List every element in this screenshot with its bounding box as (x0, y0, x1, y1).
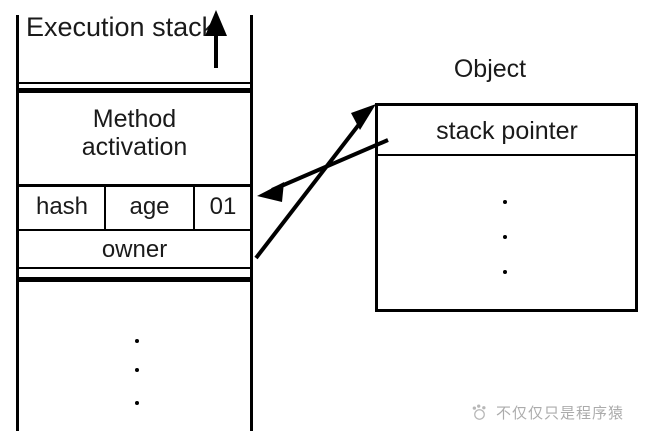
stack-cell-hash: hash (35, 193, 89, 220)
stack-left-edge (16, 15, 19, 431)
stack-title: Execution stack (26, 12, 216, 42)
watermark: 不仅仅只是程序猿 (470, 402, 624, 423)
stack-cell-flag: 01 (209, 193, 237, 220)
object-to-stack-arrow (257, 138, 389, 202)
stack-frame-bottom-border (16, 184, 253, 187)
object-box-left-border (375, 103, 378, 312)
watermark-text: 不仅仅只是程序猿 (496, 405, 625, 422)
stack-owner-bottom-border (16, 267, 253, 269)
object-ellipsis-dot (503, 235, 507, 239)
paw-logo-icon (472, 404, 486, 420)
stack-ellipsis-dot (135, 339, 139, 343)
stack-empty-slot-bottom-border (16, 277, 253, 282)
stack-cell-row-bottom-border (16, 229, 253, 231)
object-row-bottom-border (375, 154, 638, 156)
up-arrow-icon (205, 10, 227, 68)
object-box-right-border (635, 103, 638, 312)
stack-title-thick-separator (16, 88, 253, 93)
object-box-bottom-border (375, 309, 638, 312)
stack-cell-divider-2 (193, 186, 195, 230)
stack-cell-age: age (129, 193, 170, 220)
stack-frame-label: Method activation (81, 105, 188, 161)
stack-title-underline (16, 82, 253, 84)
stack-right-edge (250, 15, 253, 431)
object-row-stack-pointer: stack pointer (436, 117, 578, 145)
object-ellipsis-dot (503, 200, 507, 204)
stack-ellipsis-dot (135, 401, 139, 405)
stack-ellipsis-dot (135, 368, 139, 372)
object-title: Object (453, 55, 527, 83)
stack-to-object-arrow (254, 104, 376, 260)
stack-owner-label: owner (101, 236, 168, 263)
object-ellipsis-dot (503, 270, 507, 274)
stack-cell-divider-1 (104, 186, 106, 230)
object-box-top-border (375, 103, 638, 106)
